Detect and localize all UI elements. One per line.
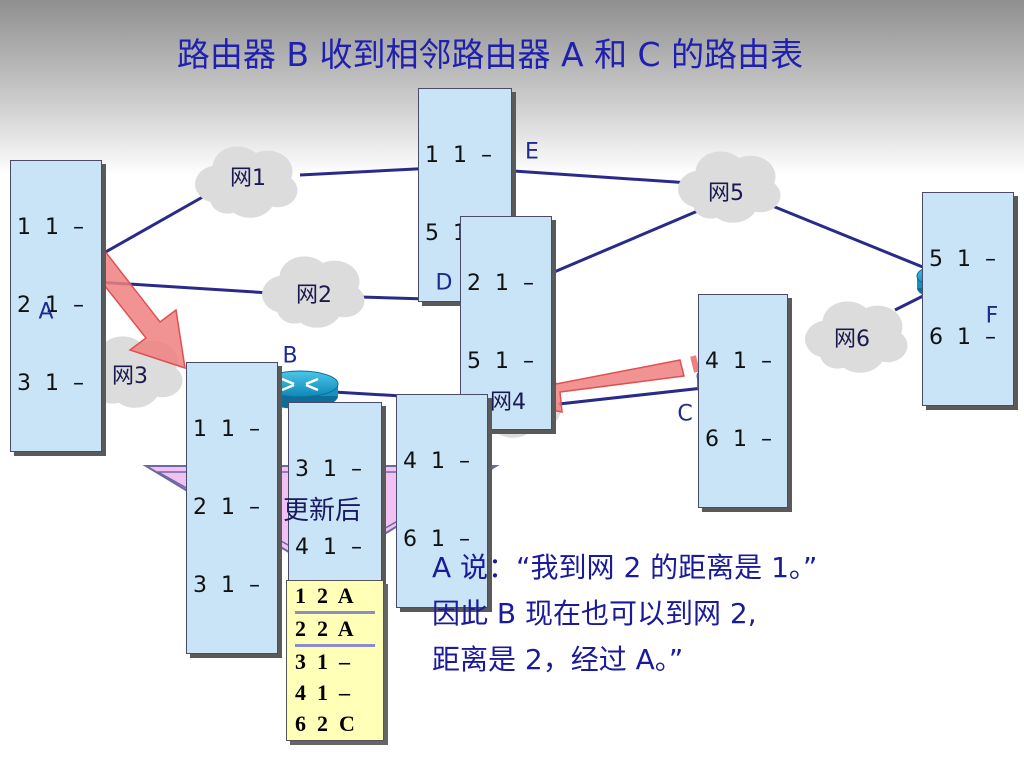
table-row: 4 1 – bbox=[295, 680, 350, 705]
updated-routing-table: 1 2 A 2 2 A 3 1 – 4 1 – 6 2 C bbox=[286, 580, 384, 741]
table-row: 2 2 A bbox=[295, 614, 375, 647]
table-row: 6 1 – bbox=[403, 527, 470, 552]
network-label: 网4 bbox=[490, 390, 526, 415]
table-row: 5 1 – bbox=[929, 247, 996, 272]
router-a-table: 1 1 – 2 1 – 3 1 – bbox=[10, 160, 102, 452]
table-row: 1 1 – bbox=[17, 215, 84, 240]
table-row: 1 1 – bbox=[425, 143, 492, 168]
router-label-b: B bbox=[282, 343, 298, 369]
funnel-label: 更新后 bbox=[283, 496, 362, 526]
table-row: 6 1 – bbox=[929, 325, 996, 350]
router-f-table: 5 1 – 6 1 – bbox=[922, 192, 1014, 406]
received-from-c-table: 4 1 – 6 1 – bbox=[396, 394, 488, 608]
table-row: 3 1 – bbox=[193, 573, 260, 598]
router-c-table: 4 1 – 6 1 – bbox=[698, 294, 788, 508]
router-label-a: A bbox=[38, 299, 54, 325]
table-row: 1 1 – bbox=[193, 417, 260, 442]
table-row: 4 1 – bbox=[705, 349, 772, 374]
router-label-c: C bbox=[677, 401, 693, 427]
table-row: 4 1 – bbox=[403, 449, 470, 474]
table-row: 2 1 – bbox=[467, 271, 534, 296]
table-row: 4 1 – bbox=[295, 535, 362, 560]
explanation-line: 因此 B 现在也可以到网 2, bbox=[432, 597, 757, 630]
network-label: 网3 bbox=[112, 364, 148, 389]
router-label-f: F bbox=[985, 303, 999, 329]
explanation-text: A 说：“我到网 2 的距离是 1。” 因此 B 现在也可以到网 2, 距离是 … bbox=[432, 545, 817, 683]
table-row: 5 1 – bbox=[467, 349, 534, 374]
explanation-line: 距离是 2，经过 A。” bbox=[432, 643, 684, 676]
table-row: 3 1 – bbox=[295, 649, 350, 674]
network-label: 网6 bbox=[834, 327, 870, 352]
page-title: 路由器 B 收到相邻路由器 A 和 C 的路由表 bbox=[176, 35, 804, 74]
table-row: 1 2 A bbox=[295, 581, 375, 614]
table-row: 2 1 – bbox=[193, 495, 260, 520]
router-label-e: E bbox=[525, 139, 539, 165]
received-from-a-table: 1 1 – 2 1 – 3 1 – bbox=[186, 362, 278, 654]
table-row: 3 1 – bbox=[295, 457, 362, 482]
explanation-line: A 说：“我到网 2 的距离是 1。” bbox=[432, 551, 818, 584]
table-row: 6 2 C bbox=[295, 711, 355, 736]
network-label: 网2 bbox=[296, 283, 332, 308]
network-label: 网5 bbox=[708, 181, 744, 206]
table-row: 2 1 – bbox=[17, 293, 84, 318]
table-row: 6 1 – bbox=[705, 427, 772, 452]
table-row: 3 1 – bbox=[17, 371, 84, 396]
router-label-d: D bbox=[435, 270, 453, 296]
network-label: 网1 bbox=[230, 166, 266, 191]
